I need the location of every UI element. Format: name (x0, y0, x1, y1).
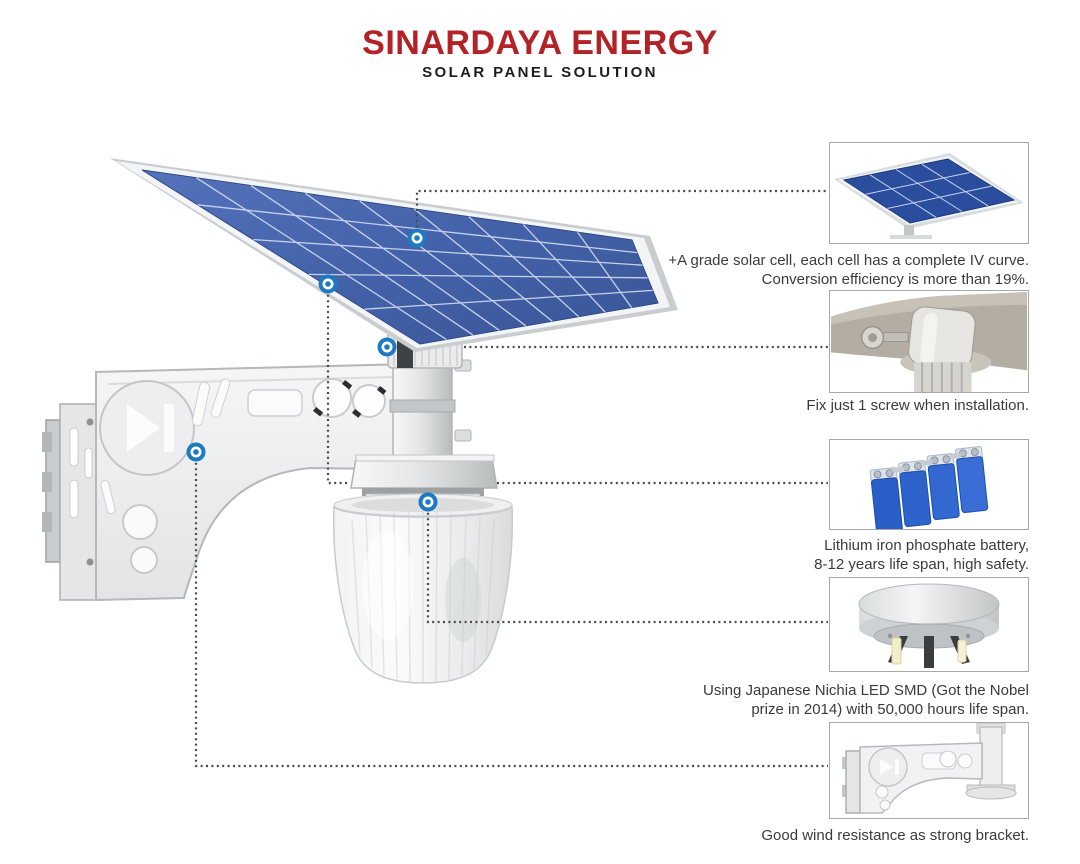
caption-line: prize in 2014) with 50,000 hours life sp… (751, 700, 1029, 718)
callout-caption-screw: Fix just 1 screw when installation. (806, 397, 1029, 416)
callout-box-battery (829, 439, 1029, 530)
connector-lines (194, 189, 828, 768)
solar-panel-thumbnail (834, 153, 1024, 239)
wall-mount-plate (42, 403, 103, 601)
led-module-thumbnail (858, 583, 1000, 668)
brand-tagline: SOLAR PANEL SOLUTION (422, 64, 658, 81)
caption-line: Conversion efficiency is more than 19%. (761, 270, 1029, 288)
caption-line: Using Japanese Nichia LED SMD (Got the N… (703, 682, 1029, 699)
callout-caption-led: Using Japanese Nichia LED SMD (Got the N… (703, 682, 1029, 719)
caption-line: Lithium iron phosphate battery, (824, 537, 1029, 554)
callout-caption-bracket: Good wind resistance as strong bracket. (761, 827, 1029, 846)
anchor-dots (186, 228, 438, 512)
caption-line: Good wind resistance as strong bracket. (761, 827, 1029, 844)
brand-header: SINARDAYA ENERGY SOLAR PANEL SOLUTION (0, 24, 1080, 82)
caption-line: +A grade solar cell, each cell has a com… (668, 252, 1029, 269)
callout-caption-battery: Lithium iron phosphate battery, 8-12 yea… (814, 537, 1029, 574)
callout-box-bracket (829, 722, 1029, 819)
bracket-arm (95, 361, 449, 602)
caption-line: Fix just 1 screw when installation. (806, 397, 1029, 414)
callout-box-led (829, 577, 1029, 672)
anchor-dot-led-icon (418, 492, 438, 512)
anchor-dot-battery-icon (318, 274, 338, 294)
connector-line-bracket (194, 452, 828, 768)
battery-thumbnail (869, 446, 989, 529)
solar-panel (110, 158, 678, 352)
callout-box-solar-cell (829, 142, 1029, 244)
lamp-head (332, 454, 514, 684)
callout-caption-solar-cell: +A grade solar cell, each cell has a com… (668, 252, 1029, 289)
connector-line-battery (326, 284, 828, 485)
anchor-dot-solar-cell-icon (407, 228, 427, 248)
brand-title: SINARDAYA ENERGY (362, 24, 718, 62)
caption-line: 8-12 years life span, high safety. (814, 555, 1029, 573)
bracket-thumbnail (842, 723, 1017, 814)
callout-box-screw (829, 290, 1029, 393)
screw-installation-thumbnail (830, 291, 1028, 392)
connector-line-led (426, 502, 828, 624)
anchor-dot-bracket-icon (186, 442, 206, 462)
anchor-dot-screw-icon (377, 337, 397, 357)
